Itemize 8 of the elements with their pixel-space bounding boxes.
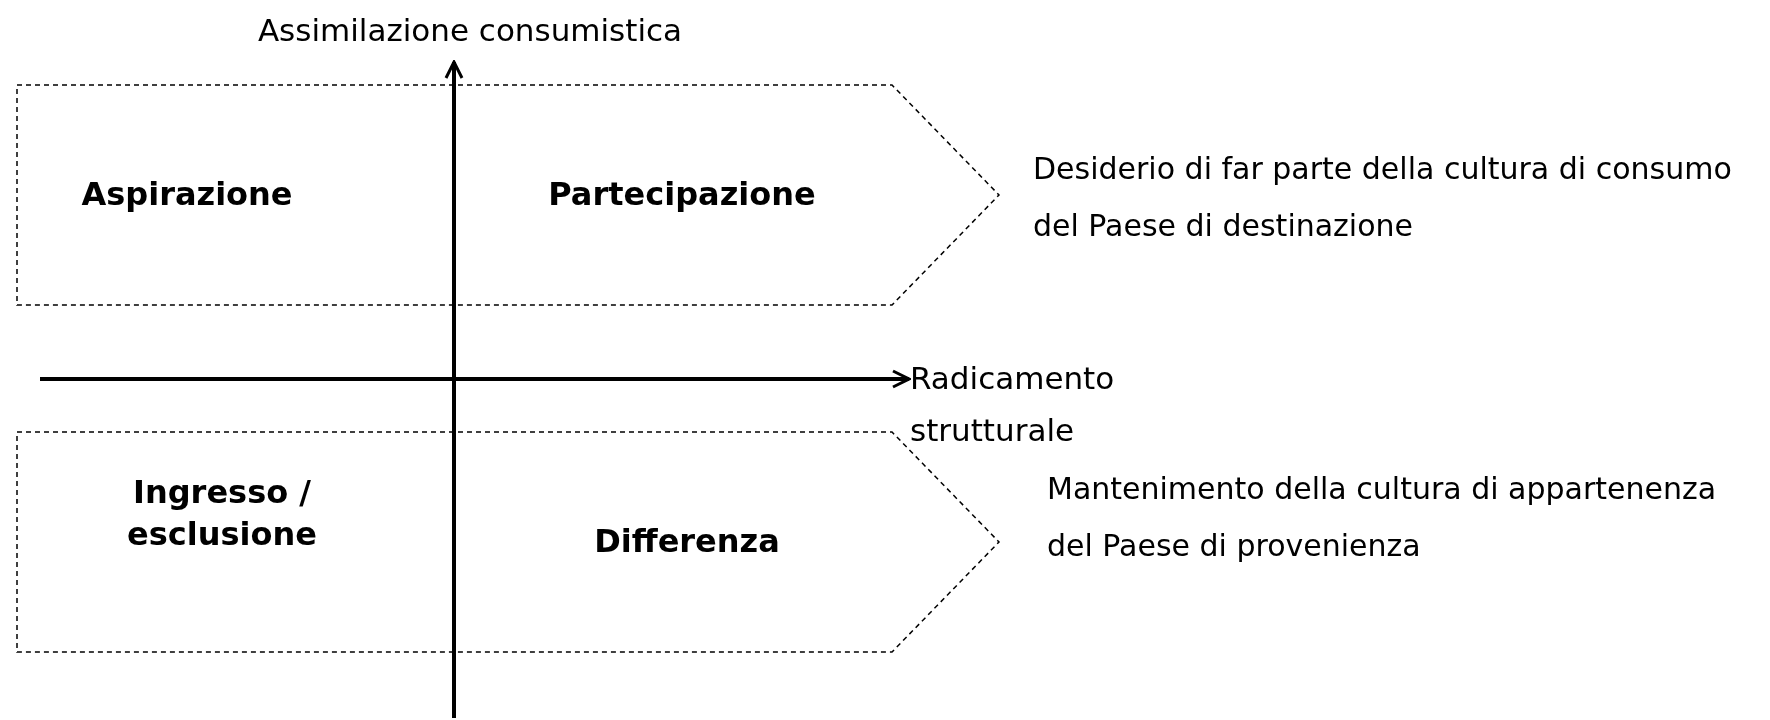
axis-label: Assimilazione consumistica [256,11,684,50]
description-text: Desiderio di far parte della cultura di consumo del Paese di destinazione [1033,150,1733,245]
quadrant-label: Ingresso / esclusione [126,472,318,555]
axis-label: Radicamento strutturale [910,359,1116,450]
quadrant-label: Partecipazione [547,174,817,215]
description-text: Mantenimento della cultura di appartenenza del Paese di provenienza [1047,470,1718,565]
quadrant-label: Differenza [593,521,781,562]
quadrant-label: Aspirazione [80,174,294,215]
